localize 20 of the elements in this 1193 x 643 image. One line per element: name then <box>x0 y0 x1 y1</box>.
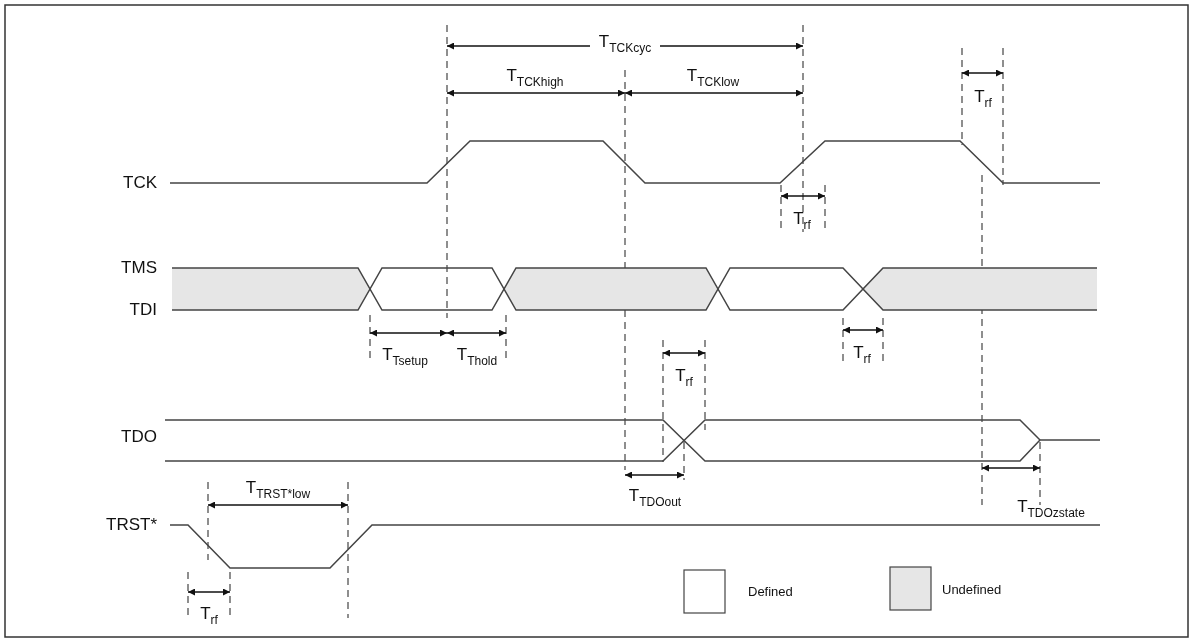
timing-label: T$_{rf}$ <box>853 344 871 366</box>
timing-label: T$_{rf}$ <box>793 210 811 232</box>
timing-label: T$_{TRST*low}$ <box>245 479 311 501</box>
timing-label: T$_{rf}$ <box>675 367 693 389</box>
timing-label: T$_{rf}$ <box>200 605 218 627</box>
legend-label: Undefined <box>942 582 1002 598</box>
timing-label: T$_{Tsetup}$ <box>382 346 428 368</box>
timing-label: T$_{rf}$ <box>974 88 992 110</box>
signal-name: TDO <box>121 427 157 447</box>
timing-label: T$_{TCKcyc}$ <box>598 33 652 55</box>
legend-label: Defined <box>748 584 793 600</box>
signal-name: TDI <box>129 300 157 320</box>
signal-name: TMS <box>121 258 157 278</box>
signal-name: TCK <box>123 173 157 193</box>
timing-label: T$_{TCKlow}$ <box>686 67 740 89</box>
timing-label: T$_{TDOzstate}$ <box>1017 498 1085 520</box>
timing-label: T$_{Thold}$ <box>456 346 498 368</box>
signal-name: TRST* <box>106 515 157 535</box>
timing-label: T$_{TCKhigh}$ <box>506 67 564 89</box>
timing-label: T$_{TDOout}$ <box>628 487 682 509</box>
